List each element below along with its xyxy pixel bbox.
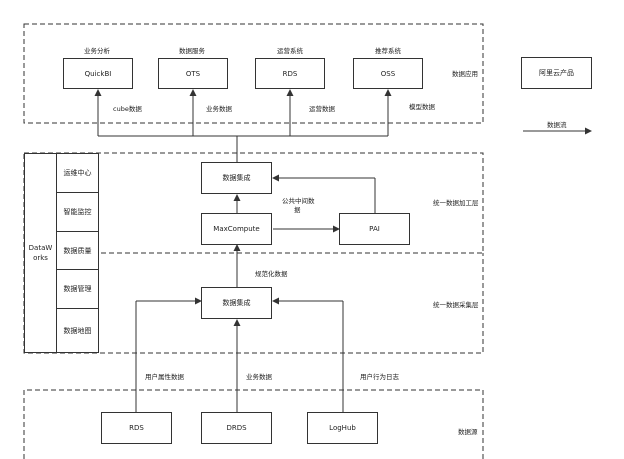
- oss-box[interactable]: OSS: [353, 58, 423, 89]
- normalized-data-label: 规范化数据: [255, 270, 288, 278]
- pai-box[interactable]: PAI: [339, 213, 410, 245]
- middle-data-label-line2: 据: [294, 206, 301, 214]
- dataworks-title-line2: orks: [33, 254, 48, 262]
- app-caption-ots: 数据服务: [179, 47, 205, 55]
- source-loghub-box[interactable]: LogHub: [307, 412, 378, 444]
- dataworks-item-monitor[interactable]: 智能监控: [56, 192, 99, 232]
- source-flow-label-loghub: 用户行为日志: [360, 373, 399, 381]
- dataworks-item-quality[interactable]: 数据质量: [56, 231, 99, 270]
- process-integrate-box[interactable]: 数据集成: [201, 162, 272, 194]
- dataworks-item-manage[interactable]: 数据管理: [56, 269, 99, 309]
- flow-label-operation: 运营数据: [309, 105, 335, 113]
- source-rds-box[interactable]: RDS: [101, 412, 172, 444]
- dataworks-box[interactable]: DataW orks: [24, 153, 57, 353]
- flow-label-cube: cube数据: [113, 105, 142, 113]
- quickbi-box[interactable]: QuickBI: [63, 58, 133, 89]
- app-caption-quickbi: 业务分析: [84, 47, 110, 55]
- legend-flow-label: 数据流: [547, 121, 567, 129]
- source-drds-box[interactable]: DRDS: [201, 412, 272, 444]
- middle-data-label-line1: 公共中间数: [282, 197, 315, 205]
- source-layer-label: 数据源: [458, 428, 478, 436]
- flow-label-business: 业务数据: [206, 105, 232, 113]
- app-layer-frame: [23, 23, 484, 124]
- process-layer-label: 统一数据加工层: [433, 199, 479, 207]
- app-layer-label: 数据应用: [452, 70, 478, 78]
- dataworks-item-map[interactable]: 数据地图: [56, 308, 99, 353]
- collect-integrate-box[interactable]: 数据集成: [201, 287, 272, 319]
- dataworks-title-line1: DataW: [28, 244, 53, 252]
- ots-box[interactable]: OTS: [158, 58, 228, 89]
- collect-layer-label: 统一数据采集层: [433, 301, 479, 309]
- rds-app-box[interactable]: RDS: [255, 58, 325, 89]
- source-flow-label-rds: 用户属性数据: [145, 373, 184, 381]
- source-flow-label-drds: 业务数据: [246, 373, 272, 381]
- dataworks-item-ops[interactable]: 运维中心: [56, 153, 99, 193]
- app-caption-oss: 推荐系统: [375, 47, 401, 55]
- app-caption-rds: 运营系统: [277, 47, 303, 55]
- maxcompute-box[interactable]: MaxCompute: [201, 213, 272, 245]
- flow-label-model: 模型数据: [409, 103, 435, 111]
- legend-product-box: 阿里云产品: [521, 57, 592, 89]
- source-layer-frame: [23, 389, 484, 459]
